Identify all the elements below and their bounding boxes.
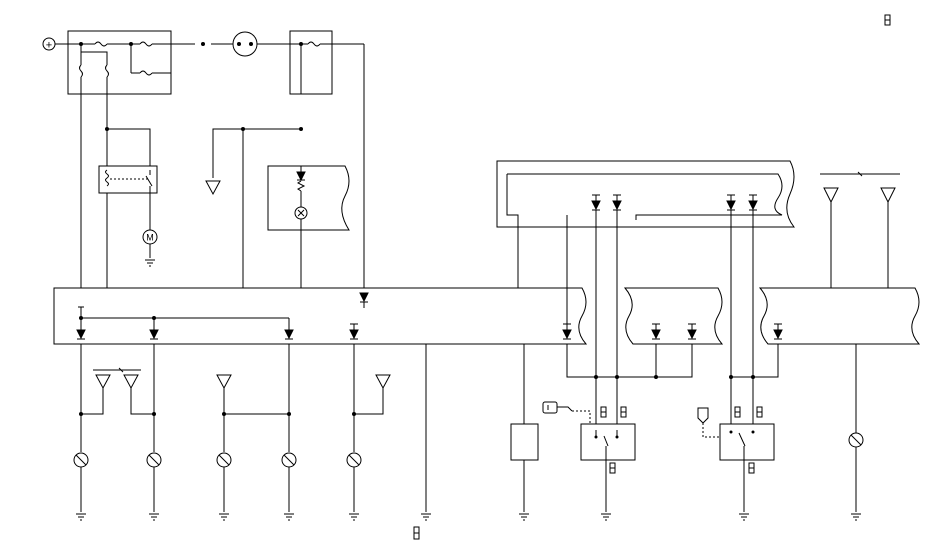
fuse-symbol-2 [139, 41, 153, 47]
door-switch-right [719, 406, 775, 474]
fuse-symbol-1 [94, 41, 108, 47]
battery-terminal: + [42, 37, 68, 52]
battery-plus-label: + [46, 40, 52, 52]
lower-left-connectors [79, 367, 391, 416]
reference-mark-bottom [413, 526, 420, 540]
ground-symbols-row [76, 513, 861, 521]
motor-symbol [232, 31, 258, 57]
fuse-relay-box [67, 30, 172, 95]
fuse-symbol-6 [307, 41, 321, 47]
top-feed-line [171, 31, 290, 57]
fuse-symbol-4 [79, 64, 83, 78]
control-unit-middle [623, 287, 724, 345]
tag-switch-icon [697, 407, 731, 438]
connector-triangle [205, 180, 221, 196]
right-top-connectors [820, 171, 900, 288]
motor-label: M [146, 233, 154, 243]
fuse-symbol-3 [139, 70, 153, 76]
connector-block-upper [496, 160, 796, 288]
sensor-box [510, 423, 539, 461]
control-unit-right [758, 287, 921, 345]
diodes-row [76, 329, 572, 340]
fuse-symbol-5 [105, 64, 109, 78]
door-switch-left [580, 406, 636, 474]
ground-symbol [145, 259, 155, 267]
lamp-module [267, 165, 350, 231]
control-unit-left [53, 287, 588, 345]
switch-bus-lines [566, 344, 779, 379]
reference-mark-top-right [884, 14, 891, 26]
fuse-box-2 [289, 30, 364, 95]
relay [98, 165, 158, 194]
lamps-row [73, 452, 362, 468]
